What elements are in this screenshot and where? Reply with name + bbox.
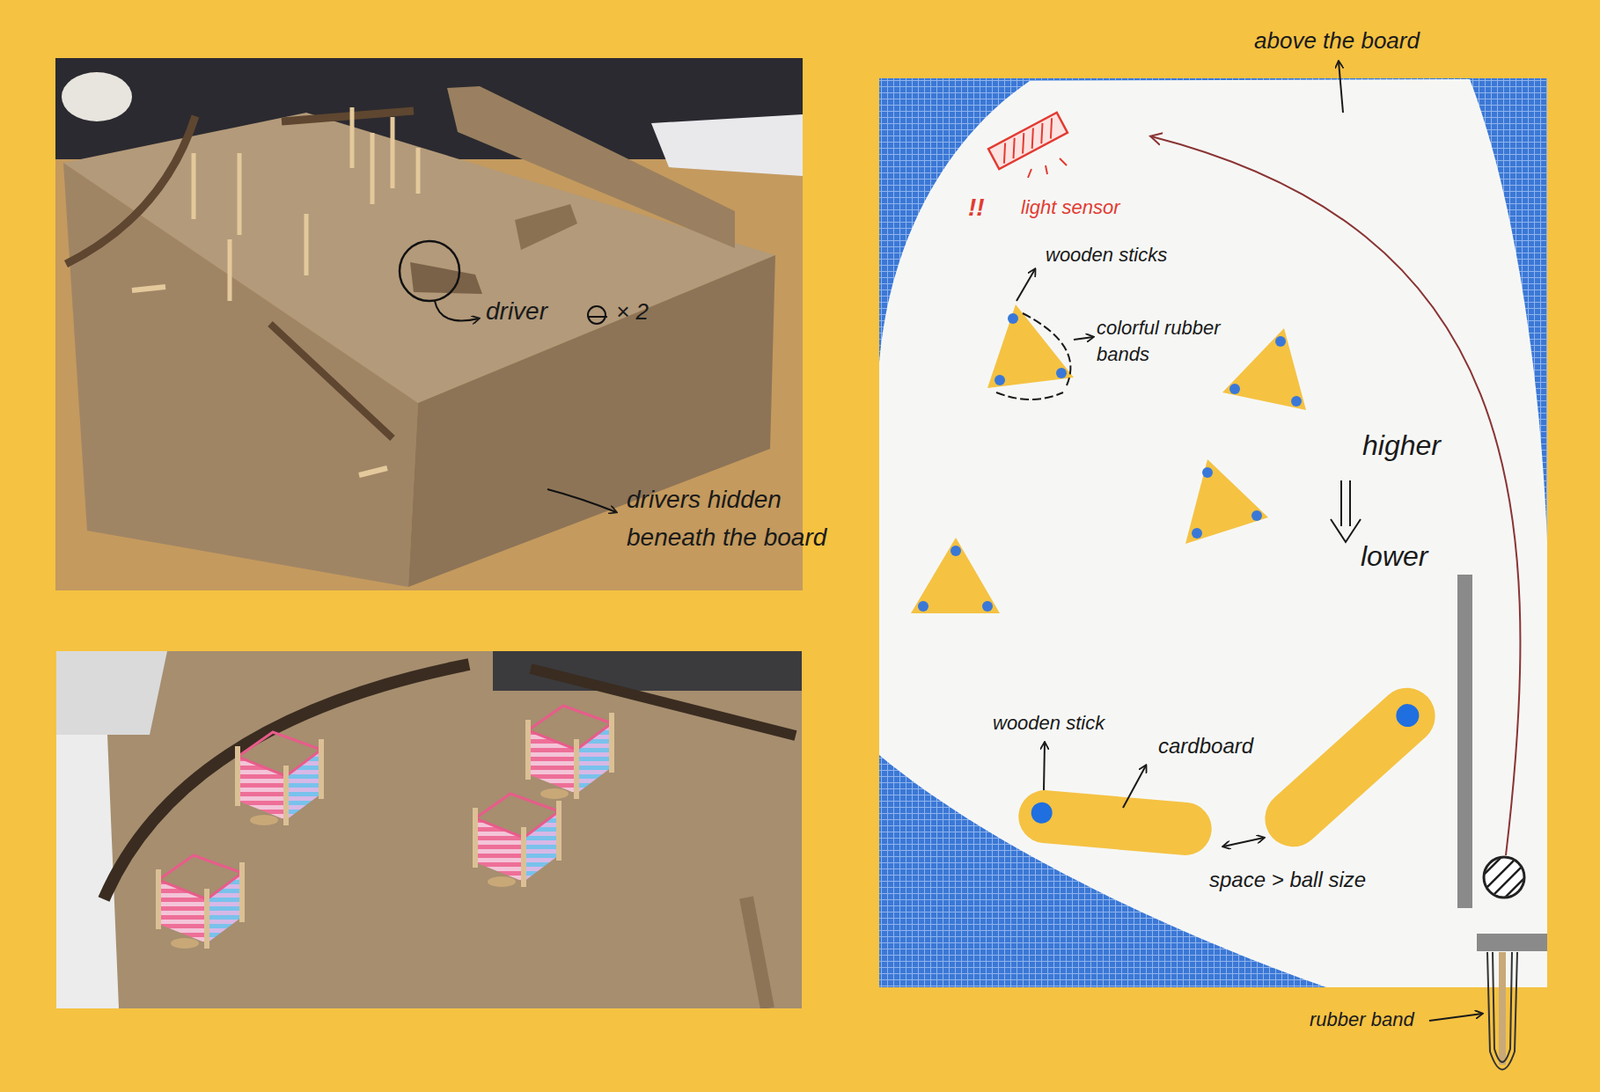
ball (1483, 857, 1525, 898)
leader-line (1043, 742, 1045, 791)
driver-symbol (587, 315, 608, 318)
handwritten-label: colorful rubber bands (1096, 315, 1229, 367)
gap-arrow (1223, 837, 1264, 847)
wall (66, 116, 196, 265)
leader-line (1122, 765, 1146, 808)
sensor-rays (1027, 158, 1067, 178)
paper (651, 114, 803, 177)
outside-area (879, 78, 1548, 988)
rubber-band-bumper (475, 793, 559, 888)
playfield (879, 79, 1548, 988)
slope-arrow (1330, 480, 1361, 543)
leader-line (1073, 337, 1094, 340)
handwritten-label: × 2 (616, 297, 649, 327)
leader-line (1338, 61, 1344, 113)
board (56, 651, 802, 1009)
handwritten-label: higher (1362, 427, 1441, 463)
plunger-stop (1476, 933, 1548, 952)
handwritten-label: !! (968, 191, 985, 223)
leader-line (434, 300, 479, 322)
side-pins (132, 286, 388, 476)
bumper-triangles (910, 304, 1307, 614)
lane-wall (1457, 574, 1473, 909)
rubber-band-sketch (996, 313, 1071, 400)
handwritten-label: wooden stick (992, 711, 1105, 736)
rubber-band-bumper (237, 732, 322, 826)
leader-line (547, 489, 617, 513)
driver (514, 204, 578, 250)
driver-symbol (587, 306, 606, 324)
handwritten-label: above the board (1254, 26, 1420, 56)
rubber-band-bumper (528, 705, 612, 800)
wall (270, 323, 393, 439)
leader-line (1016, 269, 1035, 301)
photo-bumpers (56, 651, 802, 1009)
handwritten-label: wooden sticks (1045, 242, 1167, 268)
plunger-stick (1498, 952, 1506, 1065)
cup (61, 72, 133, 122)
circle-annotation (399, 241, 460, 301)
handwritten-label: driver (485, 295, 548, 327)
wooden-sticks (193, 107, 419, 301)
handwritten-label: lower (1360, 538, 1428, 574)
wall (746, 897, 768, 1009)
leader-line (1429, 1013, 1483, 1021)
handwritten-label: cardboard (1158, 733, 1254, 760)
mouse (56, 651, 168, 735)
handwritten-label: rubber band (1309, 1007, 1415, 1033)
paper (56, 734, 119, 1009)
wall (530, 668, 796, 736)
driver (410, 262, 483, 294)
rubber-band-loop (1487, 952, 1518, 1071)
rubber-band-bumper (158, 855, 243, 949)
handwritten-label: light sensor (1020, 195, 1121, 221)
light-sensor (988, 112, 1068, 169)
wall (103, 664, 470, 900)
handwritten-label: drivers hidden beneath the board (626, 480, 865, 558)
handwritten-label: space > ball size (1209, 866, 1366, 894)
back-wall (447, 86, 735, 249)
ball-hatch (1478, 851, 1530, 902)
flipper (1253, 676, 1447, 859)
flipper (1016, 788, 1214, 859)
